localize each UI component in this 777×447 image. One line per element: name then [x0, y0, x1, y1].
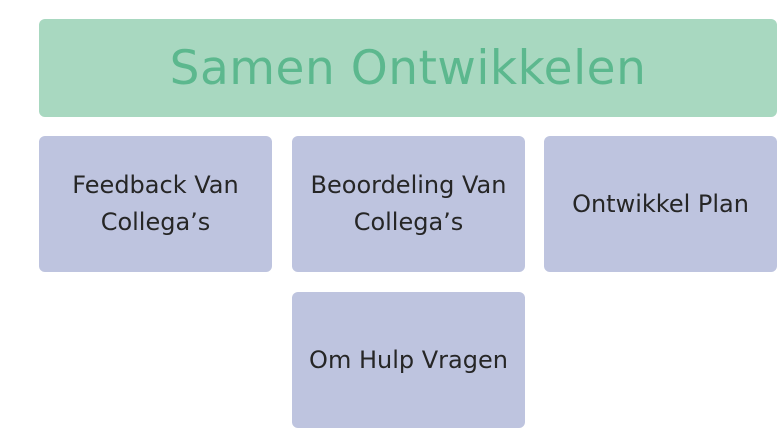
item-label: Om Hulp Vragen: [309, 345, 508, 374]
item-label: Ontwikkel Plan: [572, 189, 749, 218]
item-box-beoordeling: Beoordeling Van Collega’s: [292, 136, 525, 272]
item-label: Beoordeling Van Collega’s: [310, 171, 507, 236]
diagram-title: Samen Ontwikkelen: [169, 40, 647, 96]
item-box-ontwikkel-plan: Ontwikkel Plan: [544, 136, 777, 272]
item-box-om-hulp-vragen: Om Hulp Vragen: [292, 292, 525, 428]
item-box-feedback: Feedback Van Collega’s: [39, 136, 272, 272]
item-label: Feedback Van Collega’s: [72, 171, 239, 236]
header-banner: Samen Ontwikkelen: [39, 19, 777, 117]
